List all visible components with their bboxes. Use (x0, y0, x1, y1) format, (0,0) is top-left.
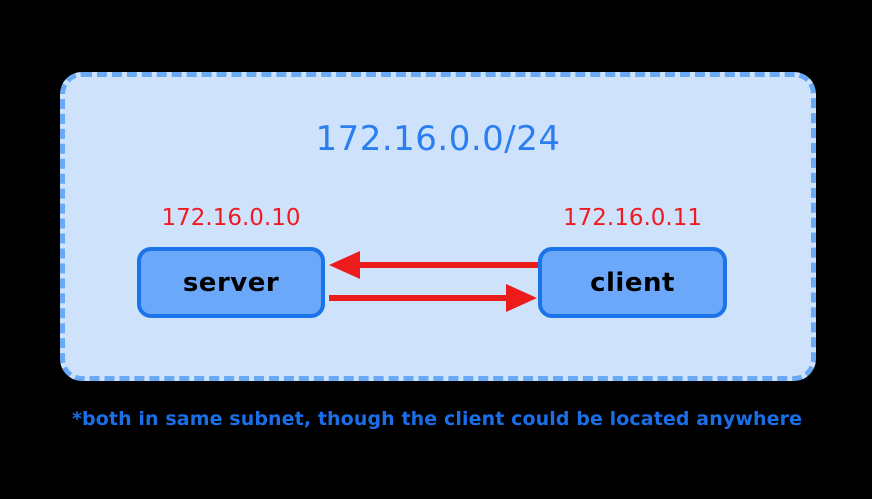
node-client[interactable]: client (538, 247, 727, 318)
subnet-container: 172.16.0.0/24 (60, 72, 816, 381)
client-ip-label: 172.16.0.11 (563, 205, 702, 231)
node-server[interactable]: server (137, 247, 325, 318)
subnet-cidr-label: 172.16.0.0/24 (315, 119, 561, 159)
node-server-label: server (182, 267, 280, 298)
footnote: *both in same subnet, though the client … (72, 408, 803, 430)
server-ip-label: 172.16.0.10 (161, 205, 301, 231)
node-client-label: client (590, 267, 675, 298)
